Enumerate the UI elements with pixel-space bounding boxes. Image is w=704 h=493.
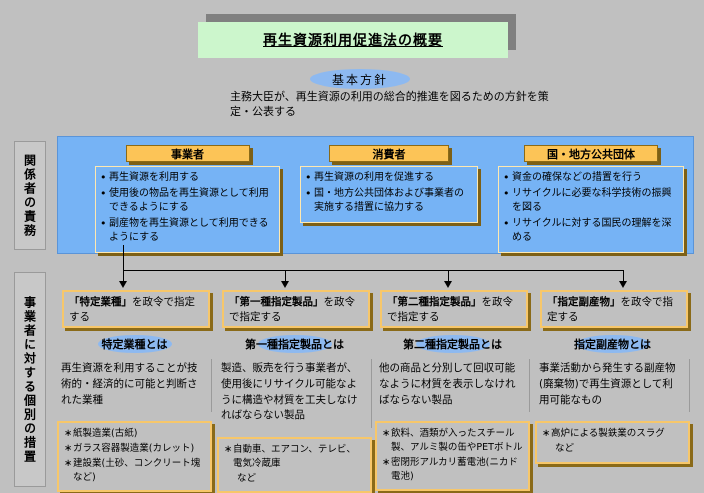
designation-rest: を政令で指定する [229, 296, 355, 323]
term-title: 第一種指定製品とは [245, 337, 344, 351]
basic-policy-label: 基本方針 [331, 72, 388, 87]
page-title: 再生資源利用促進法の概要 [263, 33, 443, 49]
designation-rest: を政令で指定する [387, 296, 513, 323]
party-name: 消費者 [372, 147, 406, 161]
term-heading: 指定副産物とは [535, 334, 690, 353]
term-column-type1-product: 第一種指定製品とは 製造、販売を行う事業者が、使用後にリサイクル可能なように構造… [217, 334, 372, 493]
arrow-down-icon [119, 270, 127, 288]
designation-box-type2-product: 「第二種指定製品」を政令で指定する [380, 290, 528, 328]
page-title-box: 再生資源利用促進法の概要 [198, 22, 508, 58]
designation-quoted: 「第二種指定製品」 [387, 296, 482, 308]
connector-stub [123, 245, 124, 271]
term-example-box: 高炉による製鉄業のスラグ など [535, 421, 690, 464]
party-duty-list-consumer: 再生資源の利用を促進する 国・地方公共団体および事業者の実施する措置に協力する [300, 166, 478, 223]
list-item: 建設業(土砂、コンクリート塊など) [63, 457, 205, 485]
list-item: 自動車、エアコン、テレビ、電気冷蔵庫 [223, 443, 365, 471]
ellipse-shape [97, 334, 172, 353]
ellipse-shape [575, 334, 650, 353]
arrow-down-icon [619, 270, 627, 288]
term-example-box: 飲料、酒類が入ったスチール製、アルミ製の缶やPETボトル 密閉形アルカリ蓄電池(… [375, 421, 530, 492]
parties-panel: 事業者 再生資源を利用する 使用後の物品を再生資源として利用できるようにする 副… [57, 136, 694, 254]
term-heading: 第二種指定製品とは [375, 334, 530, 353]
arrow-down-icon [281, 270, 289, 288]
term-column-specified-industry: 特定業種とは 再生資源を利用することが技術的・経済的に可能と判断された業種 紙製… [57, 334, 212, 493]
term-title: 指定副産物とは [574, 337, 651, 351]
term-title: 第二種指定製品とは [403, 337, 502, 351]
list-item: など [237, 472, 257, 484]
list-item: ガラス容器製造業(カレット) [63, 442, 205, 456]
arrow-down-icon [444, 270, 452, 288]
designation-box-type1-product: 「第一種指定製品」を政令で指定する [222, 290, 370, 328]
list-item: 再生資源の利用を促進する [305, 170, 471, 186]
designation-quoted: 「特定業種」 [69, 296, 132, 308]
party-column-consumer: 消費者 再生資源の利用を促進する 国・地方公共団体および事業者の実施する措置に協… [300, 145, 478, 223]
ellipse-shape [257, 334, 332, 353]
list-item: 飲料、酒類が入ったスチール製、アルミ製の缶やPETボトル [381, 427, 523, 455]
list-item: 副産物を再生資源として利用できるようにする [100, 216, 273, 246]
term-title: 特定業種とは [101, 337, 168, 351]
designation-box-specified-industry: 「特定業種」を政令で指定する [62, 290, 210, 328]
designation-quoted: 「指定副産物」 [547, 296, 621, 308]
party-name: 国・地方公共団体 [547, 147, 635, 161]
ellipse-shape [415, 334, 490, 353]
term-description: 事業活動から発生する副産物(廃棄物)で再生資源として利用可能なもの [535, 359, 690, 413]
party-header-business: 事業者 [125, 145, 250, 162]
designation-box-byproduct: 「指定副産物」を政令で指定する [540, 290, 688, 328]
basic-policy-description: 主務大臣が、再生資源の利用の総合的推進を図るための方針を策定・公表する [230, 90, 549, 118]
list-item: リサイクルに対する国民の理解を深める [503, 216, 677, 246]
list-item: リサイクルに必要な科学技術の振興を図る [503, 186, 677, 216]
term-column-byproduct: 指定副産物とは 事業活動から発生する副産物(廃棄物)で再生資源として利用可能なも… [535, 334, 690, 464]
party-duty-list-business: 再生資源を利用する 使用後の物品を再生資源として利用できるようにする 副産物を再… [95, 166, 280, 253]
list-item: 紙製造業(古紙) [63, 427, 205, 441]
ellipse-shape [310, 69, 410, 89]
list-item: 密閉形アルカリ蓄電池(ニカド電池) [381, 456, 523, 484]
connector-horizontal [123, 270, 623, 271]
basic-policy-heading: 基本方針 [300, 68, 420, 90]
term-heading: 特定業種とは [57, 334, 212, 353]
list-item: など [555, 443, 575, 455]
term-description: 再生資源を利用することが技術的・経済的に可能と判断された業種 [57, 359, 212, 413]
term-heading: 第一種指定製品とは [217, 334, 372, 353]
section-label-measures: 事業者に対する個別の措置 [14, 272, 46, 487]
designation-rest: を政令で指定する [69, 296, 195, 323]
party-column-government: 国・地方公共団体 資金の確保などの措置を行う リサイクルに必要な科学技術の振興を… [498, 145, 684, 253]
party-column-business: 事業者 再生資源を利用する 使用後の物品を再生資源として利用できるようにする 副… [95, 145, 280, 253]
party-header-consumer: 消費者 [329, 145, 449, 162]
section-label-duties: 関係者の責務 [14, 141, 46, 250]
party-header-government: 国・地方公共団体 [524, 145, 658, 162]
list-item: 資金の確保などの措置を行う [503, 170, 677, 186]
term-example-box: 自動車、エアコン、テレビ、電気冷蔵庫 など [217, 437, 372, 493]
party-duty-list-government: 資金の確保などの措置を行う リサイクルに必要な科学技術の振興を図る リサイクルに… [498, 166, 684, 253]
designation-rest: を政令で指定する [547, 296, 673, 323]
term-description: 他の商品と分別して回収可能なように材質を表示しなければならない製品 [375, 359, 530, 413]
list-item: 高炉による製鉄業のスラグ [541, 427, 683, 441]
party-name: 事業者 [171, 147, 204, 161]
list-item: 使用後の物品を再生資源として利用できるようにする [100, 186, 273, 216]
term-description: 製造、販売を行う事業者が、使用後にリサイクル可能なように構造や材質を工夫しなけれ… [217, 359, 372, 428]
list-item: 再生資源を利用する [100, 170, 273, 186]
term-example-box: 紙製造業(古紙) ガラス容器製造業(カレット) 建設業(土砂、コンクリート塊など… [57, 421, 212, 493]
list-item: 国・地方公共団体および事業者の実施する措置に協力する [305, 186, 471, 216]
designation-quoted: 「第一種指定製品」 [229, 296, 324, 308]
term-column-type2-product: 第二種指定製品とは 他の商品と分別して回収可能なように材質を表示しなければならな… [375, 334, 530, 492]
